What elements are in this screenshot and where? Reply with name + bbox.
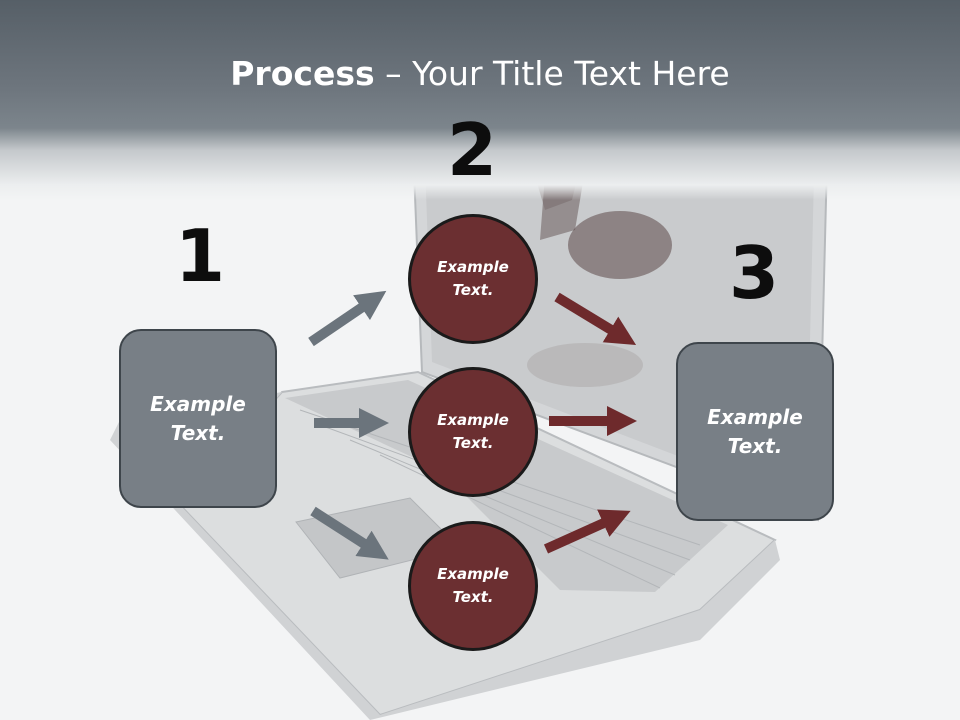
arrow-box1-to-circle-top [308, 290, 387, 347]
arrow-circle-bottom-to-box3 [543, 509, 631, 554]
circle-middle-line1: Example [437, 411, 509, 429]
circle-top-line2: Text. [452, 281, 494, 299]
circle-middle-line2: Text. [452, 434, 494, 452]
title-bold: Process [230, 54, 375, 93]
step-number-3: 3 [728, 231, 780, 315]
title-rest: – Your Title Text Here [374, 54, 730, 93]
circle-bottom-line1: Example [437, 565, 509, 583]
slide-title: Process – Your Title Text Here [0, 52, 960, 96]
circle-bottom-line2: Text. [452, 588, 494, 606]
step-number-2: 2 [446, 108, 498, 192]
circle-top-line1: Example [437, 258, 509, 276]
title-banner [0, 0, 960, 200]
arrow-circle-top-to-box3 [554, 292, 637, 346]
step-1-text-line2: Text. [170, 420, 226, 445]
step-3-text-line2: Text. [727, 433, 783, 458]
step-number-1: 1 [174, 214, 226, 298]
step-1-text-line1: Example [150, 391, 246, 416]
arrow-box1-to-circle-bottom [310, 506, 389, 560]
step-3-text-line1: Example [707, 404, 803, 429]
